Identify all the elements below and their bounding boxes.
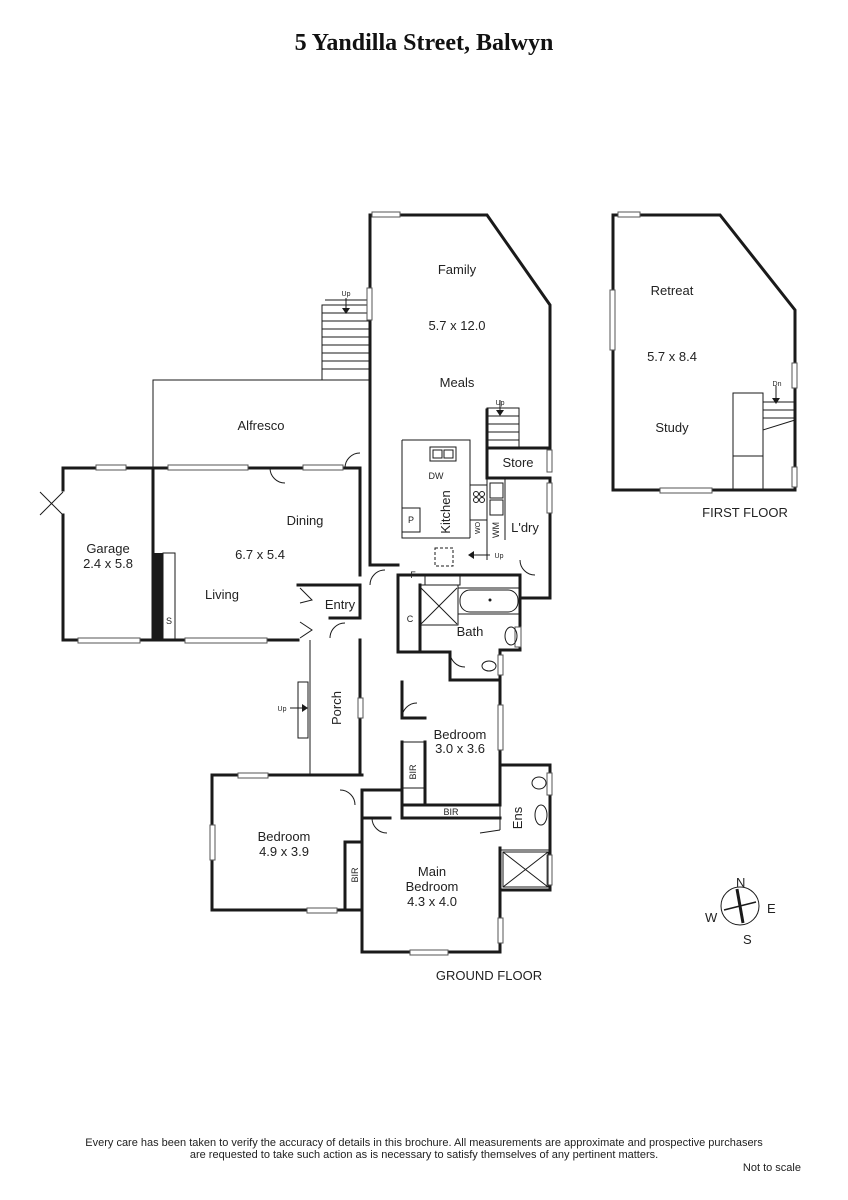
compass: N E S W — [705, 875, 776, 947]
ground-stairs-meals — [486, 400, 520, 449]
compass-e: E — [767, 901, 776, 916]
garage-bench — [153, 552, 176, 641]
label-bir-c: BIR — [350, 867, 360, 883]
label-entry: Entry — [325, 597, 356, 612]
label-bedroom2-dim: 3.0 x 3.6 — [435, 741, 485, 756]
compass-w: W — [705, 910, 718, 925]
label-main-bedroom-dim: 4.3 x 4.0 — [407, 894, 457, 909]
label-garage-dim: 2.4 x 5.8 — [83, 556, 133, 571]
label-meals: Meals — [440, 375, 475, 390]
label-dining: Dining — [287, 513, 324, 528]
label-up-1: Up — [342, 291, 351, 298]
label-bedroom3-dim: 4.9 x 3.9 — [259, 844, 309, 859]
label-porch: Porch — [329, 691, 344, 725]
label-study: Study — [655, 420, 689, 435]
label-retreat-dim: 5.7 x 8.4 — [647, 349, 697, 364]
disclaimer-line-2: are requested to take such action as is … — [189, 1149, 659, 1161]
first-floor-walls — [609, 211, 798, 494]
label-up-3: Up — [495, 553, 504, 560]
label-f: F — [410, 570, 416, 580]
kitchen-fixtures — [401, 446, 504, 586]
label-store: Store — [502, 455, 533, 470]
label-bir-a: BIR — [443, 807, 459, 817]
stair-labels: Up Up Up Up Dn — [278, 291, 782, 713]
disclaimer-line-1: Every care has been taken to verify the … — [85, 1137, 763, 1149]
label-kitchen: Kitchen — [438, 490, 453, 533]
label-s: S — [166, 616, 172, 626]
label-up-4: Up — [278, 706, 287, 713]
label-p: P — [408, 515, 414, 525]
label-laundry: L'dry — [511, 520, 539, 535]
ground-windows — [77, 211, 553, 956]
ground-doors — [39, 452, 536, 834]
label-bedroom2: Bedroom — [434, 727, 487, 742]
label-bir-b: BIR — [408, 764, 418, 780]
label-family-dim: 5.7 x 12.0 — [428, 318, 485, 333]
disclaimer: Every care has been taken to verify the … — [0, 1137, 848, 1161]
ground-stairs-alfresco — [321, 298, 371, 381]
room-labels: Family 5.7 x 12.0 Meals Alfresco Store K… — [83, 262, 697, 909]
label-living: Living — [205, 587, 239, 602]
compass-n: N — [736, 875, 745, 890]
label-dw: DW — [429, 471, 444, 481]
compass-s: S — [743, 932, 752, 947]
label-main-bedroom-1: Main — [418, 864, 446, 879]
label-wo: WO — [475, 521, 482, 534]
scale-note: Not to scale — [742, 1162, 801, 1174]
label-garage: Garage — [86, 541, 129, 556]
label-family: Family — [438, 262, 477, 277]
porch-steps — [290, 681, 309, 739]
label-wm: WM — [491, 522, 501, 538]
bath-fixtures — [420, 587, 549, 888]
ground-floor-label: GROUND FLOOR — [436, 968, 542, 983]
label-up-2: Up — [496, 400, 505, 407]
label-c: C — [407, 614, 414, 624]
label-alfresco: Alfresco — [238, 418, 285, 433]
label-retreat: Retreat — [651, 283, 694, 298]
label-ens: Ens — [510, 806, 525, 829]
page-title: 5 Yandilla Street, Balwyn — [294, 30, 554, 56]
label-bedroom3: Bedroom — [258, 829, 311, 844]
ground-stairs-laundry-arrow — [468, 551, 490, 559]
label-dn: Dn — [773, 381, 782, 388]
fixture-labels: DW P WO WM F C S — [166, 471, 501, 626]
label-living-dim: 6.7 x 5.4 — [235, 547, 285, 562]
label-bath: Bath — [457, 624, 484, 639]
label-main-bedroom-2: Bedroom — [406, 879, 459, 894]
first-floor-label: FIRST FLOOR — [702, 505, 788, 520]
